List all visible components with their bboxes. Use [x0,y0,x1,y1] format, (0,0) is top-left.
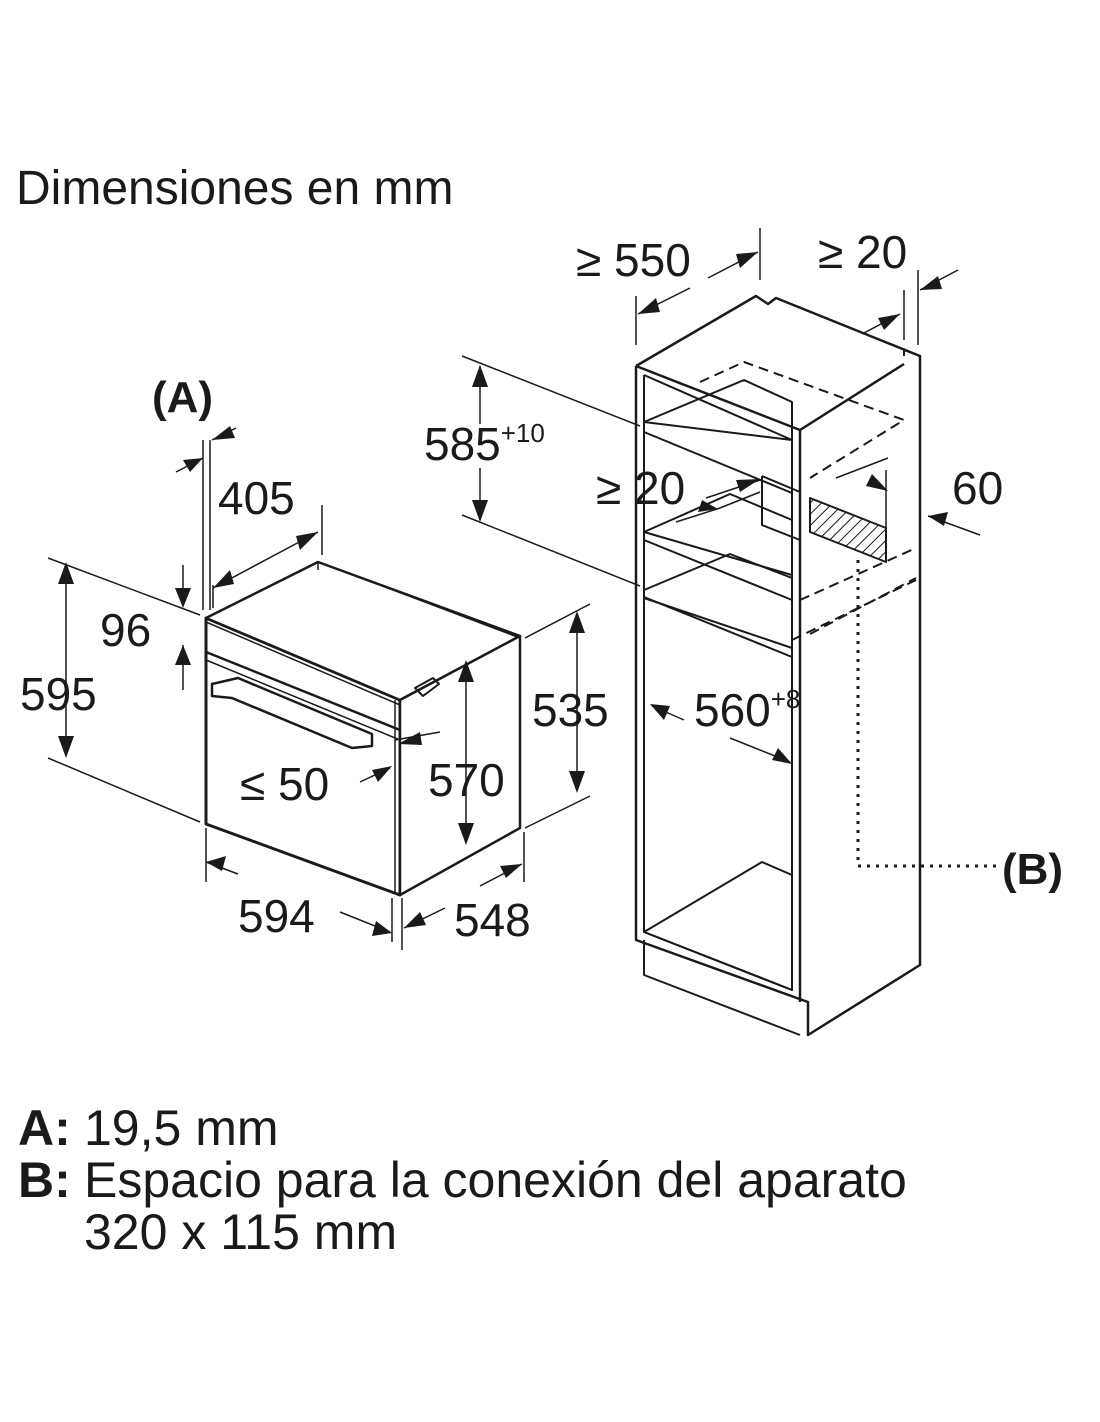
note-a-key: A: [18,1100,71,1156]
height-96-label: 96 [100,604,151,656]
depth-548-label: 548 [454,894,531,946]
height-585-value: 585 [424,418,501,470]
cabinet-dimension-lines [461,228,981,763]
min-20-mid-label: ≥ 20 [596,462,685,514]
height-535-label: 535 [532,684,609,736]
dimension-labels: (A) 405 96 595 535 570 ≤ 50 594 548 ≥ 55… [20,226,1063,946]
note-b-key: B: [18,1152,71,1208]
min-20-top-label: ≥ 20 [818,226,907,278]
oven-drawing [204,560,522,897]
oven-arrowheads [58,426,585,936]
note-b: B: Espacio para la conexión del aparato [18,1154,907,1206]
cabinet-drawing [634,294,996,1037]
callout-b-label: (B) [1002,845,1063,894]
max-50-label: ≤ 50 [240,758,329,810]
diagram-title: Dimensiones en mm [16,162,453,215]
note-a-text: 19,5 mm [84,1100,279,1156]
oven-dimension-lines [47,427,591,950]
height-570-label: 570 [428,754,505,806]
callout-a-label: (A) [152,373,213,422]
width-594-label: 594 [238,890,315,942]
width-560-tolerance: +8 [771,684,801,714]
note-b-continuation: 320 x 115 mm [84,1204,398,1260]
depth-60-label: 60 [952,462,1003,514]
cabinet-arrowheads [472,252,948,764]
note-b-text: Espacio para la conexión del aparato [84,1152,907,1208]
height-595-label: 595 [20,668,97,720]
depth-405-label: 405 [218,472,295,524]
legend-notes: A: 19,5 mm B: Espacio para la conexión d… [18,1102,907,1258]
note-a: A: 19,5 mm [18,1102,907,1154]
width-560-label: 560+8 [694,684,800,736]
height-585-label: 585+10 [424,418,545,470]
width-560-value: 560 [694,684,771,736]
height-585-tolerance: +10 [501,418,545,448]
min-550-label: ≥ 550 [576,234,691,286]
